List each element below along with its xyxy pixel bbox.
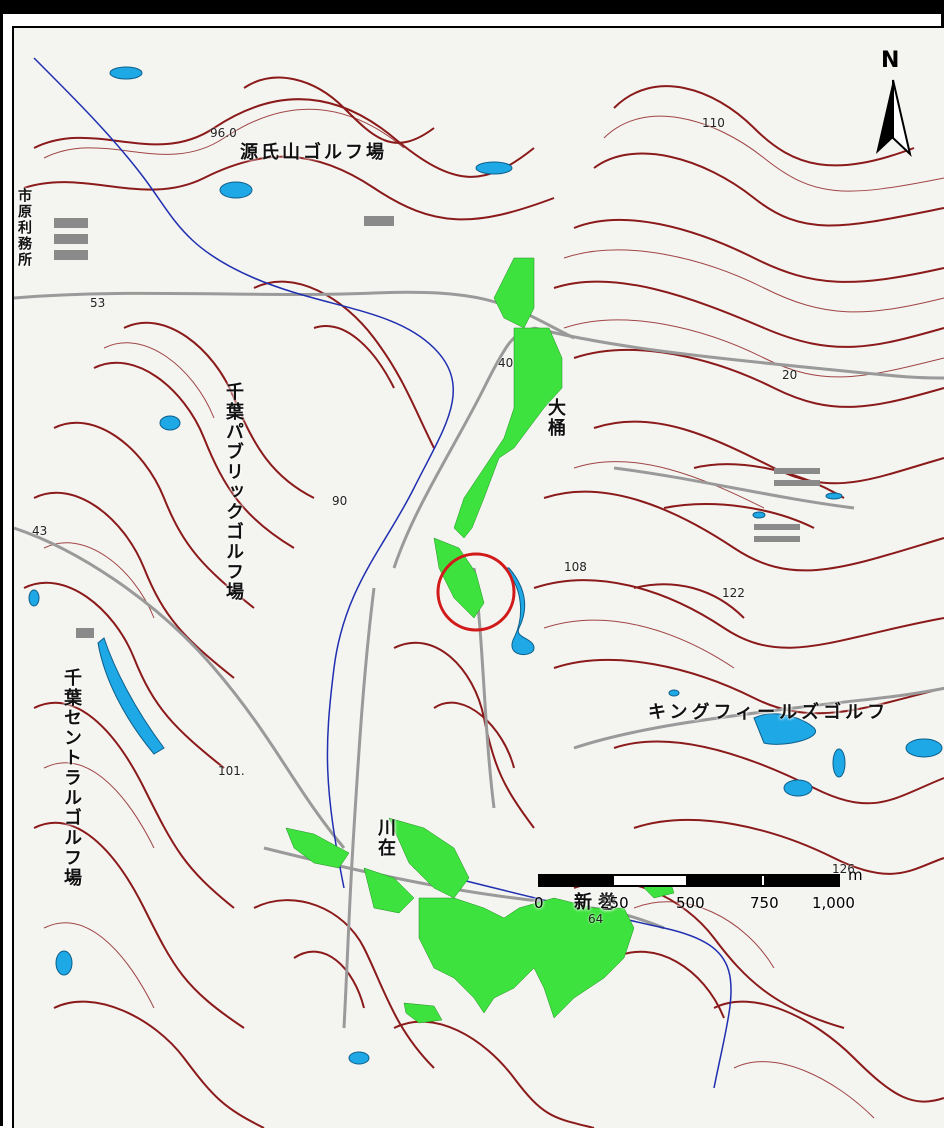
scale-segment: [764, 874, 840, 887]
elevation-label: 53: [90, 296, 106, 310]
owake-label: 大桶: [545, 398, 566, 438]
elevation-label: 90: [332, 494, 348, 508]
scale-segment: [686, 874, 762, 887]
topographic-map[interactable]: 源氏山ゴルフ場 千葉パブリックゴルフ場 千葉セントラルゴルフ場 キングフィールズ…: [12, 26, 944, 1128]
genji-golf-label: 源氏山ゴルフ場: [240, 142, 387, 163]
scale-unit: m: [848, 866, 863, 884]
building-blocks: [54, 216, 820, 638]
scale-tick: 250: [600, 894, 629, 912]
scale-segment: [538, 874, 614, 887]
contour-lines: [23, 76, 944, 1128]
elevation-label: 108: [564, 560, 587, 574]
city-office-label: 市原利務所: [16, 188, 32, 268]
target-location-circle: [436, 552, 516, 632]
rivers: [33, 57, 732, 1089]
elevation-label: 101.: [218, 764, 245, 778]
scale-tick: 500: [676, 894, 705, 912]
map-canvas: [14, 28, 944, 1128]
north-letter: N: [881, 48, 900, 73]
roads: [14, 290, 944, 1029]
north-arrow-icon: [876, 79, 912, 157]
elevation-label: 43: [32, 524, 48, 538]
elevation-label: 110: [702, 116, 725, 130]
scale-tick: 1,000: [812, 894, 855, 912]
king-fields-golf-label: キングフィールズゴルフ: [648, 702, 890, 723]
north-arrow: N: [868, 48, 918, 166]
elevation-label: 40: [498, 356, 514, 370]
kawazai-label: 川在: [375, 818, 396, 858]
elevation-label: 20: [782, 368, 798, 382]
forest-highlight: [285, 257, 675, 1024]
scale-tick: 0: [534, 894, 544, 912]
chiba-public-golf-label: 千葉パブリックゴルフ場: [223, 382, 244, 602]
water-bodies: [28, 66, 943, 1065]
scale-tick: 750: [750, 894, 779, 912]
chiba-central-golf-label: 千葉セントラルゴルフ場: [61, 668, 82, 888]
elevation-label: 96.0: [210, 126, 237, 140]
shinmaki-label: 新巻: [574, 892, 622, 913]
contour-lines-thin: [43, 108, 944, 1119]
elevation-label: 64: [588, 912, 604, 926]
scale-segment: [612, 874, 688, 887]
elevation-label: 126: [832, 862, 855, 876]
scale-bar: m 0 250 500 750 1,000: [534, 866, 888, 926]
elevation-label: 122: [722, 586, 745, 600]
